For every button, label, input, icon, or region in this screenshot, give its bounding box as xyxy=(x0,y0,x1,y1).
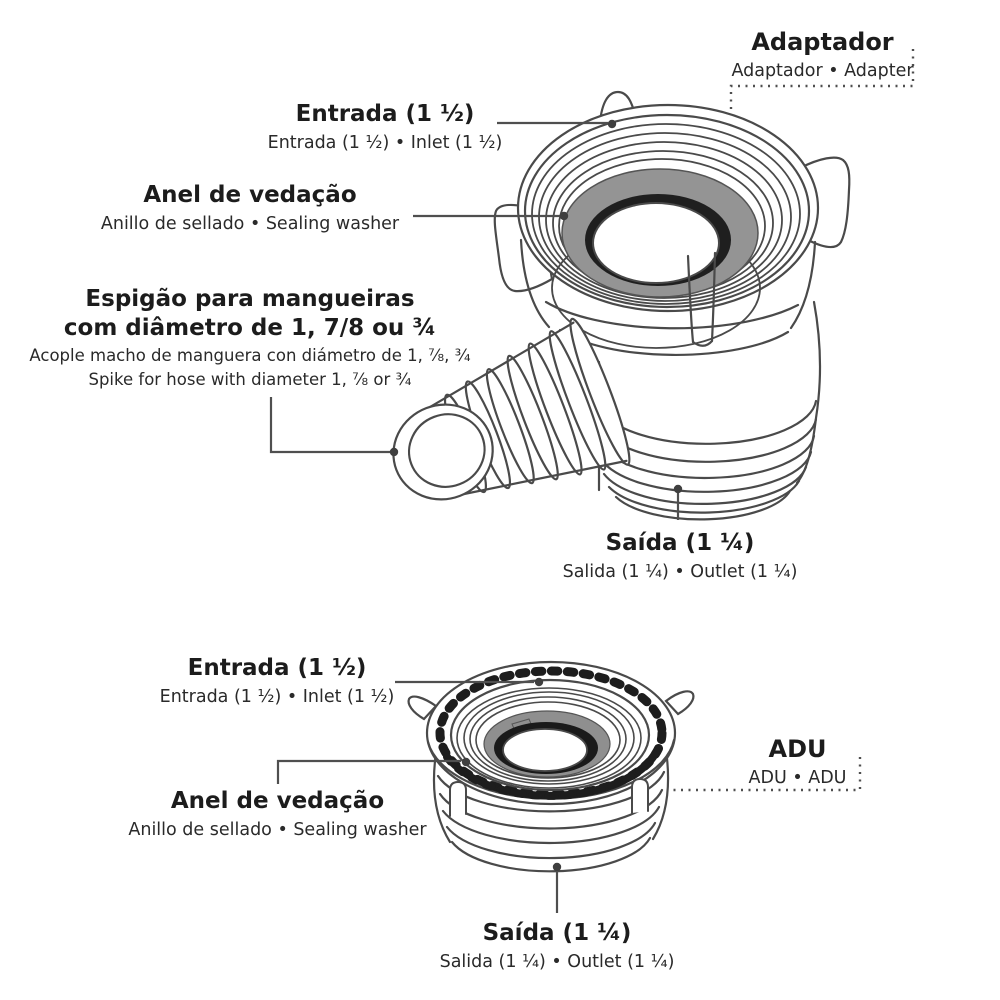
label-inlet-top-title: Entrada (1 ½) xyxy=(295,101,475,127)
adapter-front-fin xyxy=(686,251,717,347)
label-inlet-top: Entrada (1 ½) Entrada (1 ½) • Inlet (1 ½… xyxy=(235,100,535,155)
label-inlet-bottom: Entrada (1 ½) Entrada (1 ½) • Inlet (1 ½… xyxy=(127,654,427,709)
adapter-hose-spike xyxy=(392,317,631,501)
callout-adaptador-subtitle: Adaptador • Adapter xyxy=(731,61,914,81)
label-outlet-top: Saída (1 ¼) Salida (1 ¼) • Outlet (1 ¼) xyxy=(530,529,830,584)
dotted-connector-adaptador xyxy=(729,49,915,111)
label-outlet-bottom-subtitle: Salida (1 ¼) • Outlet (1 ¼) xyxy=(439,951,675,972)
dotted-connectors xyxy=(672,49,915,792)
callout-adu: ADU ADU • ADU xyxy=(730,734,865,791)
label-washer-bottom: Anel de vedação Anillo de sellado • Seal… xyxy=(110,787,445,842)
label-inlet-top-subtitle: Entrada (1 ½) • Inlet (1 ½) xyxy=(267,132,503,153)
dotted-connector-adu xyxy=(672,757,862,792)
label-outlet-top-title: Saída (1 ¼) xyxy=(605,530,755,556)
adapter-sealing-washer xyxy=(561,168,759,298)
label-spike-subtitle-line2: Spike for hose with diameter 1, ⅞ or ¾ xyxy=(88,370,412,390)
label-outlet-top-subtitle: Salida (1 ¼) • Outlet (1 ¼) xyxy=(562,561,798,582)
label-spike-title-line1: Espigão para mangueiras xyxy=(85,286,415,312)
label-washer-bottom-title: Anel de vedação xyxy=(170,788,385,814)
label-spike-subtitle-line1: Acople macho de manguera con diámetro de… xyxy=(29,345,471,365)
adapter-threaded-outlet xyxy=(597,300,822,521)
label-washer-top-title: Anel de vedação xyxy=(143,182,357,208)
label-washer-bottom-subtitle: Anillo de sellado • Sealing washer xyxy=(128,819,427,840)
adu-front-slots xyxy=(449,777,649,817)
leader-spike xyxy=(269,397,390,454)
label-spike-title-line2: com diâmetro de 1, 7/8 ou ¾ xyxy=(63,314,437,341)
label-inlet-bottom-subtitle: Entrada (1 ½) • Inlet (1 ½) xyxy=(159,686,395,707)
callout-adaptador: Adaptador Adaptador • Adapter xyxy=(725,27,920,84)
leader-lines xyxy=(269,121,680,913)
adapter-nut xyxy=(516,103,820,349)
label-inlet-bottom-title: Entrada (1 ½) xyxy=(187,655,367,681)
label-outlet-bottom: Saída (1 ¼) Salida (1 ¼) • Outlet (1 ¼) xyxy=(407,919,707,974)
label-washer-top: Anel de vedação Anillo de sellado • Seal… xyxy=(85,181,415,236)
adu-drawing xyxy=(407,660,695,873)
leader-dots xyxy=(389,119,683,872)
callout-adu-subtitle: ADU • ADU xyxy=(748,768,847,788)
leader-washer-bottom xyxy=(276,759,461,784)
callout-adu-title: ADU xyxy=(768,735,827,763)
label-spike: Espigão para mangueiras com diâmetro de … xyxy=(15,285,485,392)
adu-ring-nut xyxy=(425,660,677,817)
adapter-drawing xyxy=(392,90,851,521)
label-outlet-bottom-title: Saída (1 ¼) xyxy=(482,920,632,946)
adu-knurl-front-row xyxy=(443,750,659,800)
callout-adaptador-title: Adaptador xyxy=(751,28,894,56)
adu-inlet-threads xyxy=(456,687,642,789)
label-washer-top-subtitle: Anillo de sellado • Sealing washer xyxy=(100,213,400,234)
adu-wing-ears xyxy=(407,690,695,721)
adu-sealing-washer xyxy=(483,710,611,778)
